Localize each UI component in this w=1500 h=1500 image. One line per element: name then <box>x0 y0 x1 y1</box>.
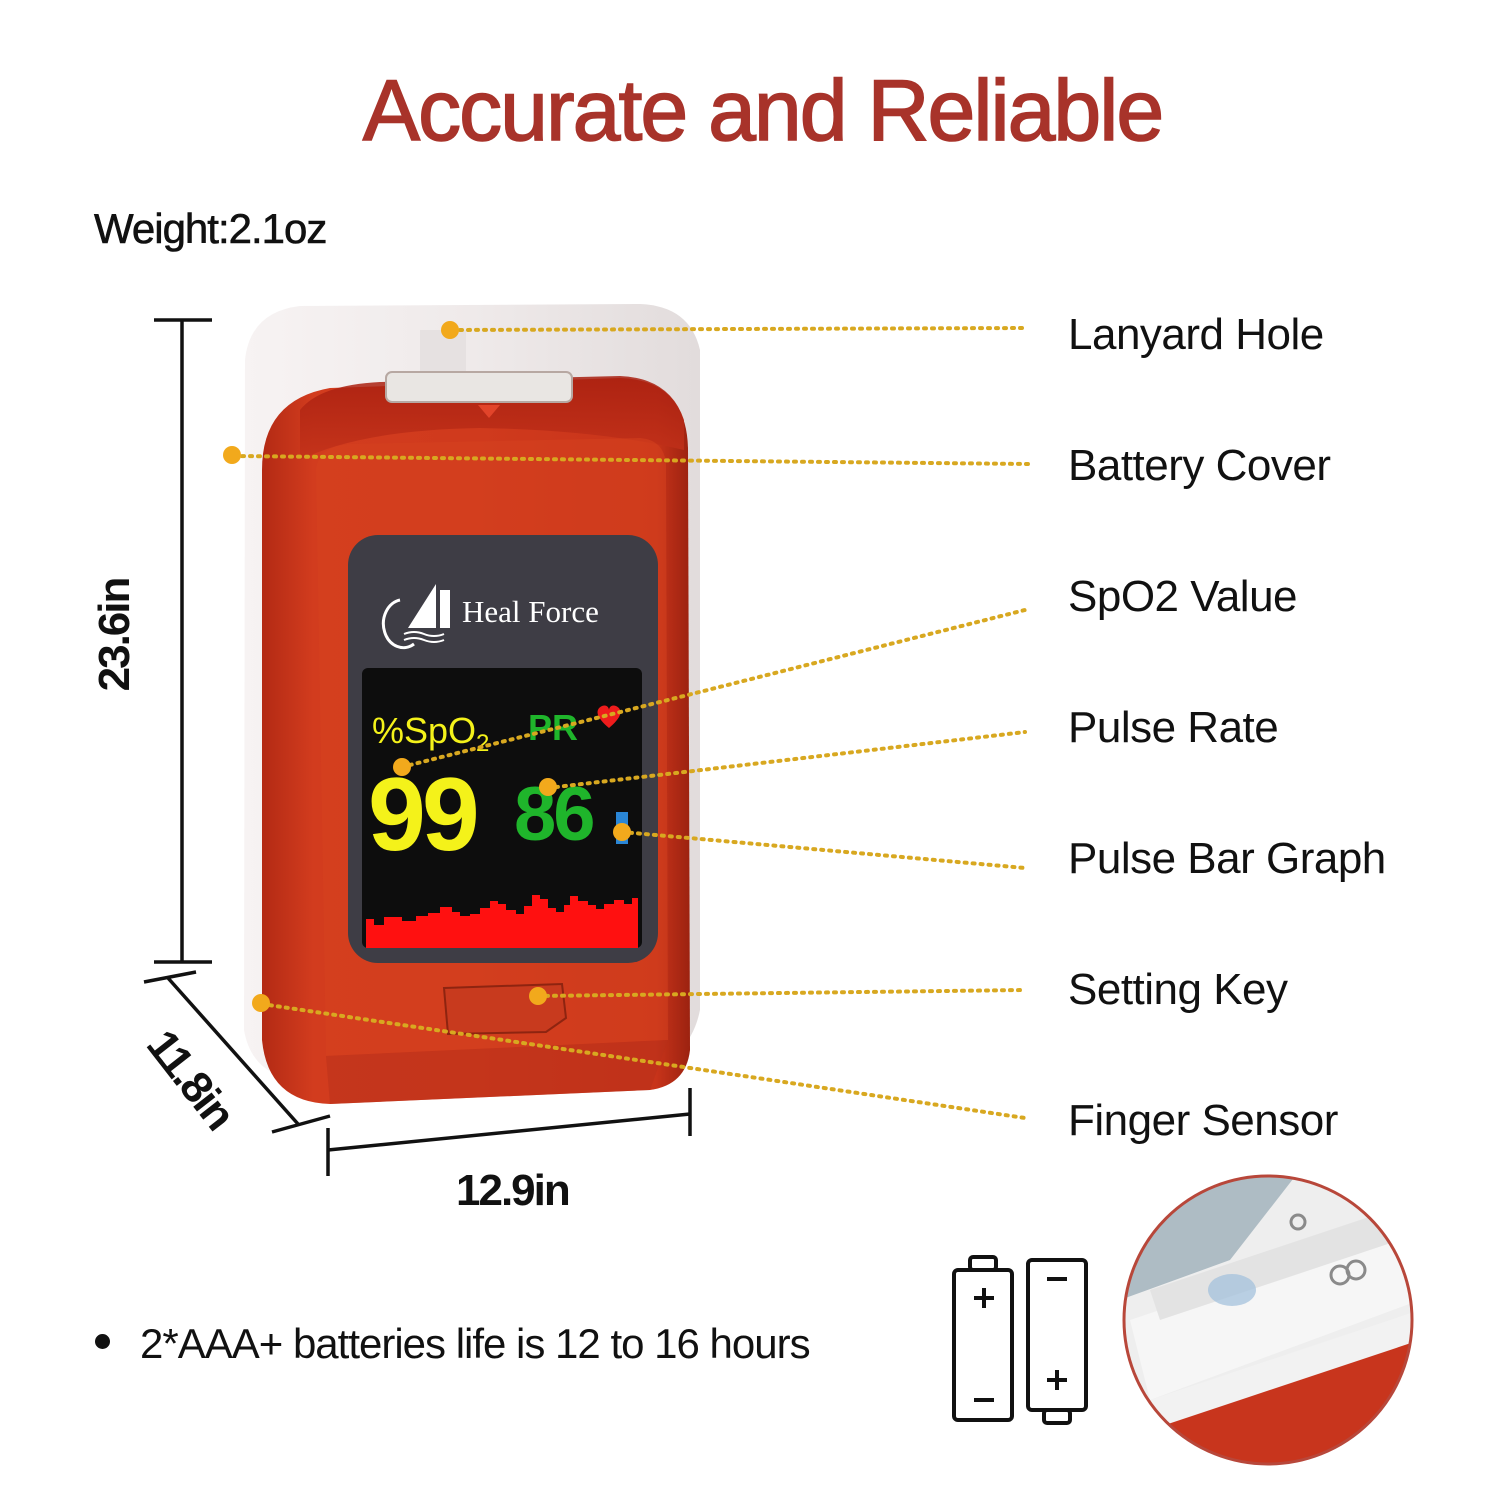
weight-label: Weight:2.1oz <box>94 205 328 253</box>
battery-icon <box>952 1255 1014 1422</box>
pr-label: PR <box>528 707 578 748</box>
callout-finger-sensor: Finger Sensor <box>1068 1096 1338 1145</box>
callout-spo2-value: SpO2 Value <box>1068 572 1298 621</box>
height-dimension-label: 23.6in <box>90 578 139 692</box>
spo2-value: 99 <box>368 757 476 873</box>
page-title: Accurate and Reliable <box>362 62 1165 160</box>
screen-content: %SpO2 PR 99 86 <box>366 705 638 948</box>
screen <box>362 668 642 948</box>
battery-icon <box>1026 1258 1088 1425</box>
svg-text:Heal Force: Heal Force <box>462 594 599 629</box>
callout-pulse-bar-graph: Pulse Bar Graph <box>1068 834 1386 883</box>
setting-key <box>442 982 568 1036</box>
heal-force-logo: Heal Force <box>381 584 599 650</box>
callout-dots <box>223 321 631 1012</box>
callout-lines <box>232 326 1032 1120</box>
callout-lanyard-hole: Lanyard Hole <box>1068 310 1324 359</box>
spo2-label: %SpO2 <box>372 710 489 757</box>
heart-icon <box>597 705 621 728</box>
bullet-icon <box>95 1334 110 1349</box>
battery-compartment-photo <box>1122 1174 1414 1466</box>
battery-life-note: 2*AAA+ batteries life is 12 to 16 hours <box>140 1320 811 1367</box>
callout-pulse-rate: Pulse Rate <box>1068 703 1279 752</box>
callout-setting-key: Setting Key <box>1068 965 1288 1014</box>
pleth-waveform <box>366 895 638 948</box>
dimension-lines <box>143 318 692 1176</box>
width-dimension-label: 12.9in <box>456 1166 571 1215</box>
callout-battery-cover: Battery Cover <box>1068 441 1331 490</box>
